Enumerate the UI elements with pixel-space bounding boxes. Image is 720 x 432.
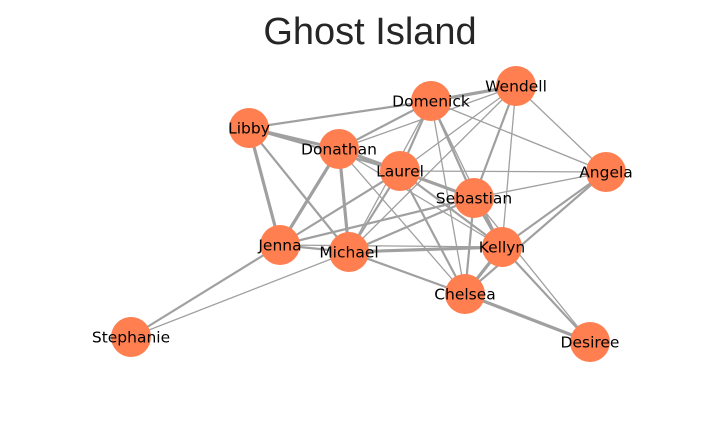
- node-jenna: [260, 225, 300, 265]
- node-label-chelsea: Chelsea: [434, 286, 496, 304]
- edge-michael-stephanie: [130, 251, 350, 338]
- node-layer: [111, 66, 626, 362]
- edge-wendell-laurel: [399, 85, 517, 172]
- node-label-laurel: Laurel: [376, 163, 424, 181]
- edge-laurel-angela: [399, 170, 607, 173]
- node-kellyn: [482, 227, 522, 267]
- edge-kellyn-desiree: [500, 245, 592, 344]
- node-donathan: [319, 129, 359, 169]
- edge-angela-sebastian: [473, 171, 607, 199]
- edge-wendell-michael: [348, 85, 517, 253]
- edge-michael-kellyn: [347, 245, 504, 254]
- node-domenick: [411, 81, 451, 121]
- node-sebastian: [454, 178, 494, 218]
- node-label-domenick: Domenick: [392, 93, 470, 111]
- node-michael: [329, 232, 369, 272]
- node-label-sebastian: Sebastian: [436, 190, 513, 208]
- edge-angela-chelsea: [463, 170, 608, 296]
- edge-laurel-jenna: [278, 169, 402, 247]
- edge-jenna-stephanie: [129, 243, 282, 339]
- node-label-donathan: Donathan: [301, 141, 377, 159]
- node-label-wendell: Wendell: [485, 78, 547, 96]
- edge-domenick-angela: [430, 100, 607, 173]
- edge-wendell-kellyn: [501, 85, 517, 248]
- node-label-angela: Angela: [579, 164, 633, 182]
- edge-domenick-chelsea: [430, 100, 466, 295]
- node-label-jenna: Jenna: [257, 237, 301, 255]
- edge-donathan-chelsea: [338, 148, 466, 295]
- node-chelsea: [445, 274, 485, 314]
- node-label-desiree: Desiree: [561, 334, 620, 352]
- node-laurel: [380, 151, 420, 191]
- node-label-michael: Michael: [319, 244, 378, 262]
- node-label-stephanie: Stephanie: [92, 329, 170, 347]
- node-label-kellyn: Kellyn: [479, 239, 526, 257]
- edge-sebastian-desiree: [473, 197, 591, 343]
- edge-wendell-angela: [515, 85, 607, 173]
- edge-laurel-chelsea: [398, 169, 467, 296]
- node-libby: [229, 108, 269, 148]
- node-stephanie: [111, 317, 151, 357]
- edge-chelsea-desiree: [463, 292, 592, 344]
- node-wendell: [496, 66, 536, 106]
- edge-michael-chelsea: [347, 250, 467, 296]
- node-label-libby: Libby: [228, 120, 270, 138]
- node-desiree: [570, 322, 610, 362]
- graph-title: Ghost Island: [263, 11, 476, 53]
- edge-sebastian-michael: [347, 196, 476, 254]
- edge-domenick-kellyn: [430, 100, 503, 248]
- edge-libby-jenna: [247, 126, 282, 247]
- edge-donathan-kellyn: [338, 148, 503, 248]
- node-angela: [586, 152, 626, 192]
- edge-sebastian-jenna: [278, 196, 476, 247]
- edge-angela-kellyn: [500, 170, 608, 249]
- edge-layer: [129, 84, 608, 344]
- edge-domenick-libby: [247, 99, 433, 130]
